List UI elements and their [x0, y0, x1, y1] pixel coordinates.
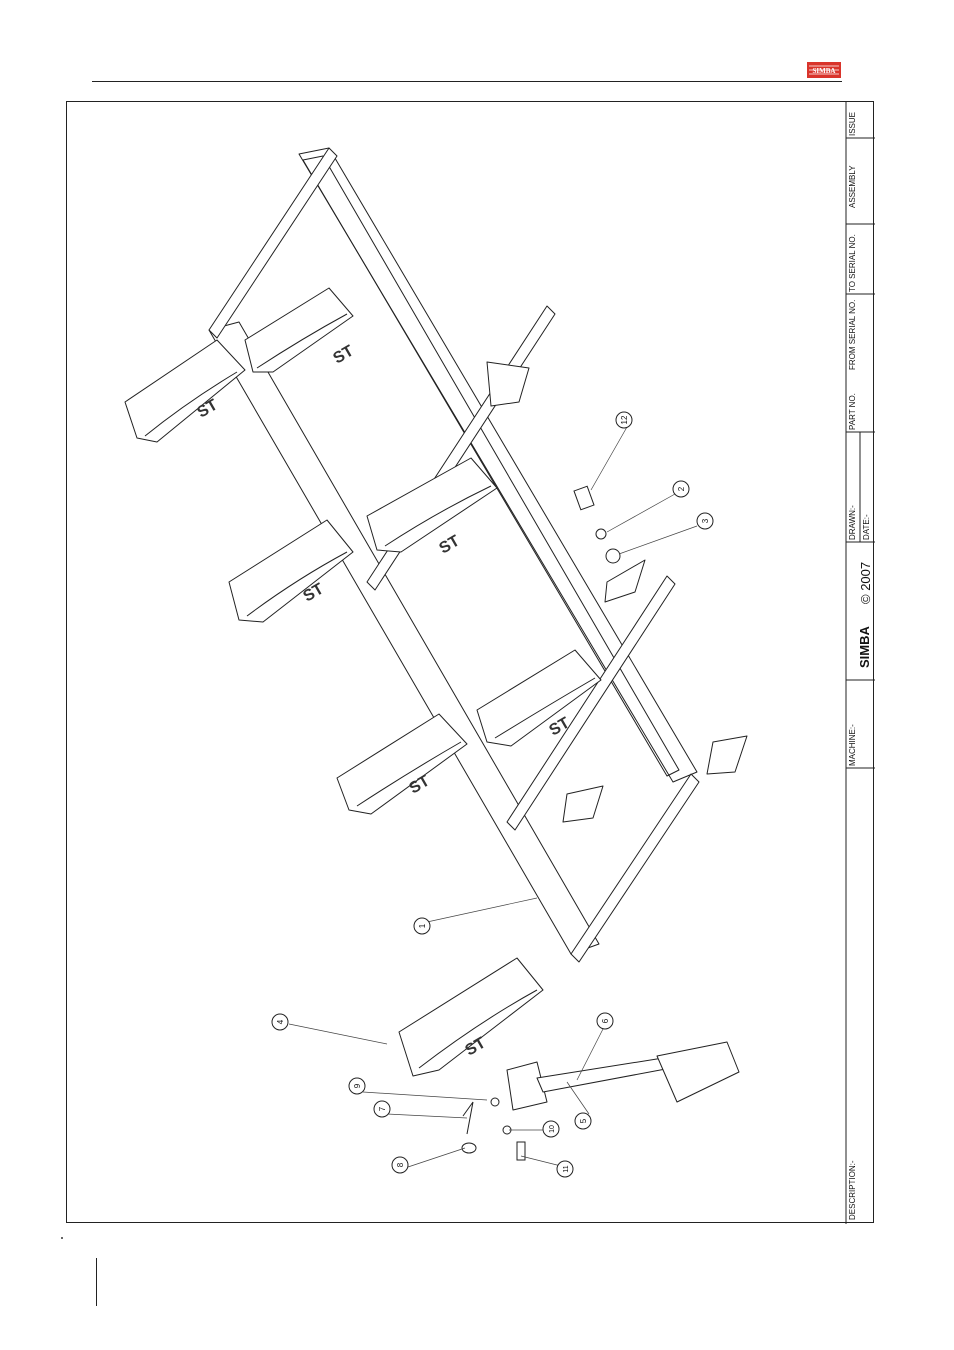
tine-leg-1: ST — [125, 340, 245, 442]
exploded-tine-leg: ST — [399, 958, 739, 1110]
drawing-sheet: ISSUE ASSEMBLY TO SERIAL NO. FROM SERIAL… — [66, 101, 874, 1223]
callout-10: 10 — [543, 1121, 559, 1137]
svg-text:1: 1 — [418, 923, 427, 928]
tine-leg-5: ST — [337, 714, 467, 814]
callout-5: 5 — [575, 1113, 591, 1129]
brand-text: SIMBA — [857, 626, 872, 669]
callout-12: 12 — [616, 412, 632, 428]
from-serial-label: FROM SERIAL NO. — [848, 300, 857, 370]
washer-2 — [596, 529, 606, 539]
svg-text:3: 3 — [701, 518, 710, 523]
title-block-labels: ISSUE ASSEMBLY TO SERIAL NO. FROM SERIAL… — [848, 112, 873, 1220]
callout-2: 2 — [673, 481, 689, 497]
svg-text:9: 9 — [353, 1083, 362, 1088]
callout-11: 11 — [557, 1161, 573, 1177]
point-3 — [707, 736, 747, 774]
simba-logo: SIMBA — [806, 60, 842, 80]
exploded-spring-tine — [537, 1058, 671, 1092]
svg-text:10: 10 — [549, 1125, 556, 1133]
bolt-11 — [517, 1142, 525, 1160]
nut-9 — [491, 1098, 499, 1106]
svg-text:ST: ST — [437, 532, 463, 557]
header-rule — [92, 81, 842, 82]
svg-text:7: 7 — [378, 1106, 387, 1111]
issue-label: ISSUE — [848, 112, 857, 136]
svg-text:12: 12 — [620, 415, 629, 424]
callout-9: 9 — [349, 1078, 365, 1094]
callout-3: 3 — [697, 513, 713, 529]
frame-beam-front — [209, 322, 599, 954]
tine-leg-2: ST — [245, 288, 357, 372]
part-no-label: PART NO. — [848, 393, 857, 430]
assembly-label: ASSEMBLY — [848, 165, 857, 208]
nut-3 — [606, 549, 620, 563]
tine-leg-6: ST — [477, 650, 601, 746]
copyright-text: © 2007 — [858, 562, 873, 604]
callout-4: 4 — [272, 1014, 288, 1030]
exploded-point — [657, 1042, 739, 1102]
callout-1: 1 — [414, 918, 430, 934]
to-serial-label: TO SERIAL NO. — [848, 234, 857, 292]
margin-dot — [61, 1237, 63, 1239]
drawing-canvas: ISSUE ASSEMBLY TO SERIAL NO. FROM SERIAL… — [67, 102, 875, 1224]
svg-text:8: 8 — [396, 1162, 405, 1167]
logo-text: SIMBA — [813, 67, 836, 75]
point-2 — [605, 560, 645, 602]
tine-leg-3: ST — [229, 520, 353, 622]
callout-8: 8 — [392, 1157, 408, 1173]
point-4 — [563, 786, 603, 822]
frame-beam-rear — [299, 148, 697, 782]
callout-6: 6 — [597, 1013, 613, 1029]
drawn-label: DRAWN:- — [848, 505, 857, 540]
description-label: DESCRIPTION:- — [848, 1160, 857, 1220]
frame-drawing: ST ST ST ST ST ST — [125, 148, 747, 1110]
svg-text:11: 11 — [563, 1165, 570, 1172]
footer-rule — [96, 1258, 97, 1306]
svg-text:2: 2 — [677, 486, 686, 491]
svg-text:5: 5 — [579, 1118, 588, 1123]
hardware — [462, 486, 620, 1160]
point-1 — [487, 362, 529, 406]
callout-7: 7 — [374, 1101, 390, 1117]
svg-text:ST: ST — [331, 342, 357, 367]
svg-text:6: 6 — [601, 1018, 610, 1023]
machine-label: MACHINE:- — [848, 724, 857, 766]
svg-text:4: 4 — [276, 1019, 285, 1024]
date-label: DATE:- — [862, 514, 871, 540]
tine-leg-4: ST — [367, 458, 497, 557]
